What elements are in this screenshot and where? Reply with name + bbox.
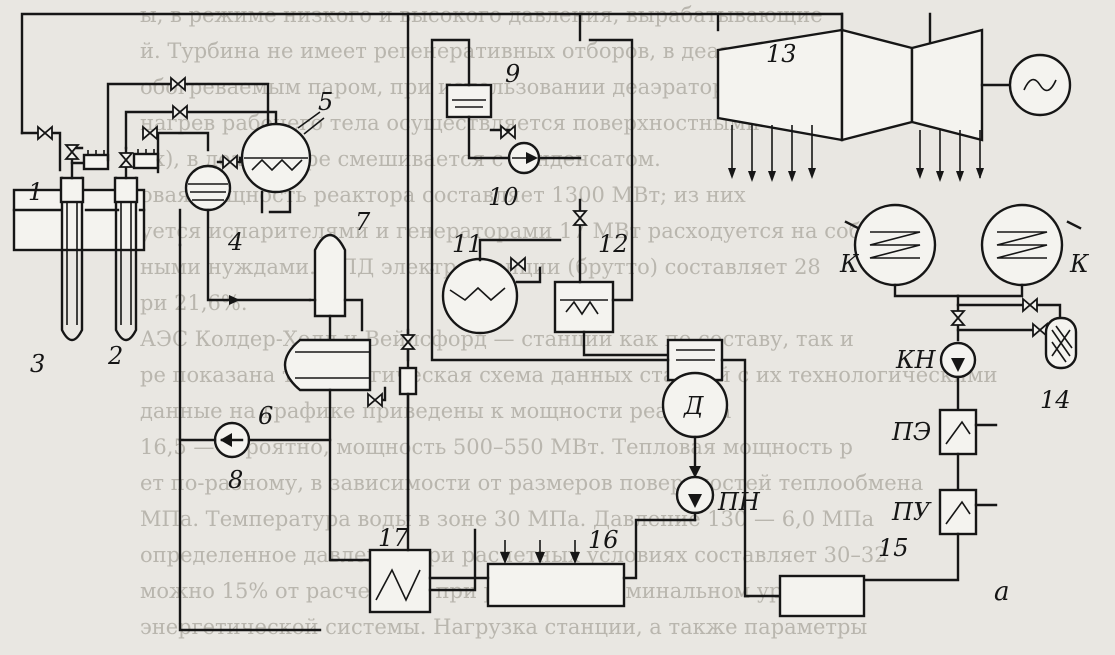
label-feed-pump: ПН [717,488,761,516]
heater-16 [428,518,697,608]
label-deaerator: Д [683,392,704,420]
label-turbine-13: 13 [766,40,797,68]
label-heater-16: 16 [588,526,619,554]
label-heater-15: 15 [878,534,909,562]
label-figure-letter: а [994,577,1010,607]
label-reactor-1: 1 [28,178,43,206]
background-text-line: ре показана технологическая схема данных… [140,363,997,387]
label-separator-5: 5 [318,88,333,116]
feed-pump [675,475,715,522]
label-ejector-14: 14 [1040,386,1071,414]
condenser-right [956,203,1082,298]
label-heater-11: 11 [452,230,483,258]
background-text-line: й. Турбина не имеет регенеративных отбор… [140,39,807,63]
label-pump-8: 8 [228,466,243,494]
label-heater-12: 12 [598,230,629,258]
diagram-labels: 1 2 3 4 5 6 7 8 9 10 11 12 13 14 15 16 1… [28,40,1090,607]
background-text-line: овая мощность реактора составляет 1300 М… [140,183,746,207]
tank-9 [430,38,493,272]
circulation-pump-8 [178,421,332,459]
label-vessel-7: 7 [355,208,371,236]
heat-exchanger-6 [283,338,387,562]
label-condenser-left: К [839,250,860,278]
label-cond-pump: КН [895,346,937,374]
label-condenser-right: К [1069,250,1090,278]
label-ejector-heater: ПЭ [891,418,931,446]
label-tank-9: 9 [505,60,520,88]
ejector-heater [938,408,998,492]
deaerator [661,338,729,478]
background-text-line: ет по-разному, в зависимости от размеров… [140,471,923,495]
condensate-line [951,294,1062,342]
condenser-left [844,203,960,298]
label-separator-4: 4 [227,228,243,256]
turbine-13 [716,12,1072,182]
heater-11 [441,238,562,335]
label-channel-2: 2 [107,342,123,370]
fuel-channel-3 [59,150,110,342]
drum-circuit-lines [20,77,322,632]
background-text-line: АЭС Колдер-Холл и Вейлсфорд — станции ка… [140,327,854,351]
background-text-line: можно 15% от расчетной, при работе на но… [140,579,833,603]
vessel-7 [308,233,364,342]
label-pump-10: 10 [488,183,519,211]
pump-10 [467,115,582,175]
separator-4 [184,164,312,305]
background-text-line: данные на графике приведены к мощности р… [140,399,731,423]
background-text-line: энергетической системы. Нагрузка станции… [140,615,867,639]
condensate-pump [939,341,977,412]
label-exchanger-6: 6 [258,402,273,430]
background-text-line: МПа. Температура воды в зоне 30 МПа. Дав… [140,507,874,531]
heater-12 [553,38,670,357]
feedwater-lines [398,268,782,598]
ejector-14 [1044,316,1078,370]
label-heater-17: 17 [378,524,409,552]
label-gland-heater: ПУ [891,498,932,526]
heater-17 [368,548,432,614]
heater-15 [778,574,866,618]
steam-separator-5 [240,111,325,214]
label-channel-3: 3 [30,350,45,378]
